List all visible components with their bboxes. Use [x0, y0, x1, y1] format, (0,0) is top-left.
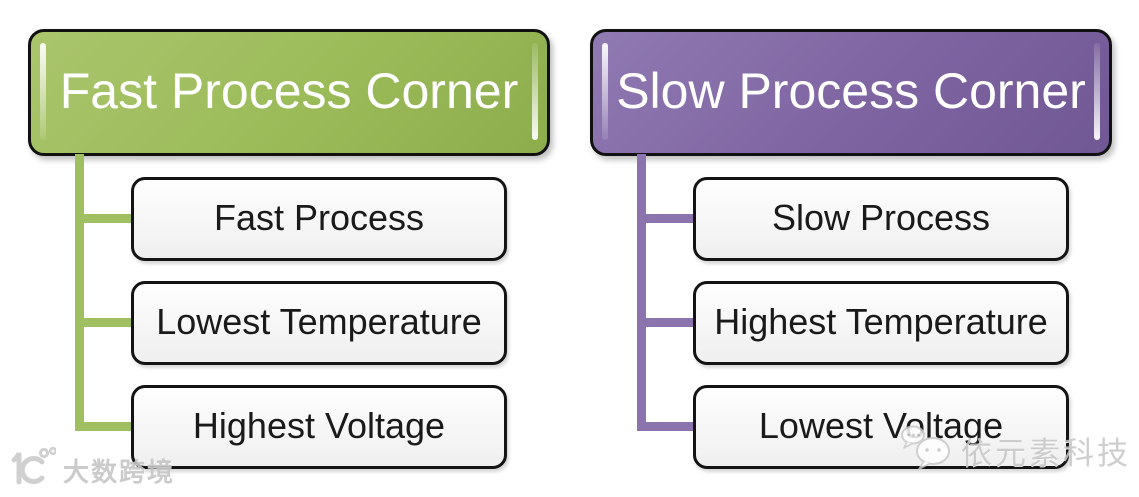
slow-child-label-3: Lowest Voltage — [758, 404, 1004, 446]
slow-connector-branch-2 — [637, 318, 694, 327]
fast-child-box-1: Fast Process — [131, 177, 507, 261]
fast-connector-branch-2 — [75, 318, 132, 327]
fast-child-box-3: Highest Voltage — [131, 385, 507, 469]
slow-header-box: Slow Process Corner — [590, 29, 1112, 156]
fast-child-label-1: Fast Process — [213, 196, 425, 238]
gloss-highlight-left — [602, 43, 608, 140]
fast-child-label-2: Lowest Temperature — [156, 300, 482, 342]
fast-header-label: Fast Process Corner — [59, 62, 519, 119]
slow-connector-branch-1 — [637, 214, 694, 223]
fast-connector-branch-1 — [75, 214, 132, 223]
slow-child-box-1: Slow Process — [693, 177, 1069, 261]
slow-header-label: Slow Process Corner — [616, 62, 1086, 119]
slow-connector-branch-3 — [637, 422, 694, 431]
slow-child-box-3: Lowest Voltage — [693, 385, 1069, 469]
fast-child-label-3: Highest Voltage — [192, 404, 446, 446]
slow-child-box-2: Highest Temperature — [693, 281, 1069, 365]
slow-process-corner-tree: Slow Process Corner Slow Process Highest… — [562, 0, 1139, 497]
fast-process-corner-tree: Fast Process Corner Fast Process Lowest … — [28, 29, 550, 469]
gloss-highlight-right — [532, 43, 538, 140]
fast-connector-vertical — [75, 154, 84, 431]
gloss-highlight-right — [1094, 43, 1100, 140]
fast-header-box: Fast Process Corner — [28, 29, 550, 156]
fast-child-box-2: Lowest Temperature — [131, 281, 507, 365]
gloss-highlight-left — [40, 43, 46, 140]
fast-connector-branch-3 — [75, 422, 132, 431]
slow-child-label-1: Slow Process — [771, 196, 991, 238]
slow-connector-vertical — [637, 154, 646, 431]
slow-child-label-2: Highest Temperature — [714, 300, 1048, 342]
